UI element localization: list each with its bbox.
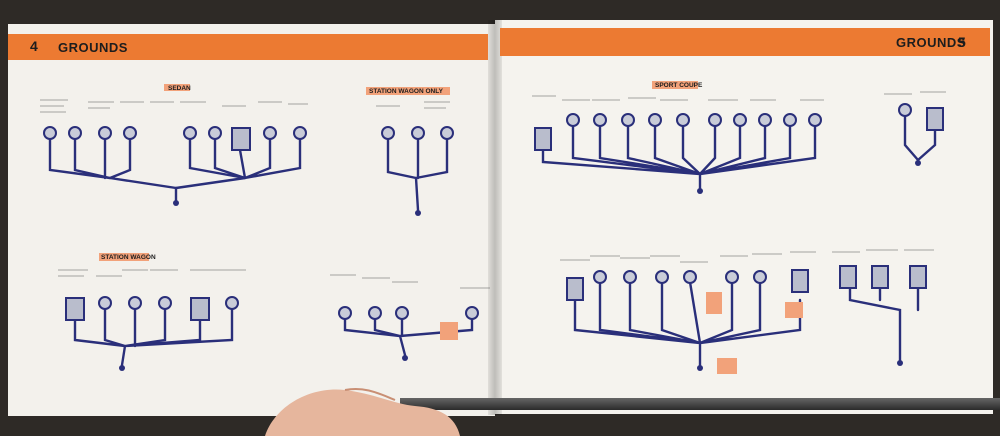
station-wagon-tag-bg [99, 253, 149, 261]
sport-coupe-tag-bg [652, 81, 698, 89]
left-page-title: GROUNDS [58, 40, 128, 55]
right-header-band [500, 28, 990, 56]
sport-coupe-label: SPORT COUPE [655, 82, 703, 89]
right-page-number: 5 [958, 34, 966, 50]
book-binding-rod [400, 398, 1000, 410]
left-header-band [8, 34, 488, 60]
thumb-photo [265, 388, 460, 436]
station-wagon-only-tag-bg [366, 87, 450, 95]
station-wagon-only-label: STATION WAGON ONLY [369, 88, 444, 95]
book-gutter [488, 20, 502, 415]
sedan-tag-bg [164, 84, 190, 91]
right-page [495, 20, 993, 414]
station-wagon-label: STATION WAGON [101, 254, 156, 261]
right-page-title: GROUNDS [896, 35, 966, 50]
sedan-label: SEDAN [168, 85, 191, 92]
left-page-number: 4 [30, 38, 38, 54]
